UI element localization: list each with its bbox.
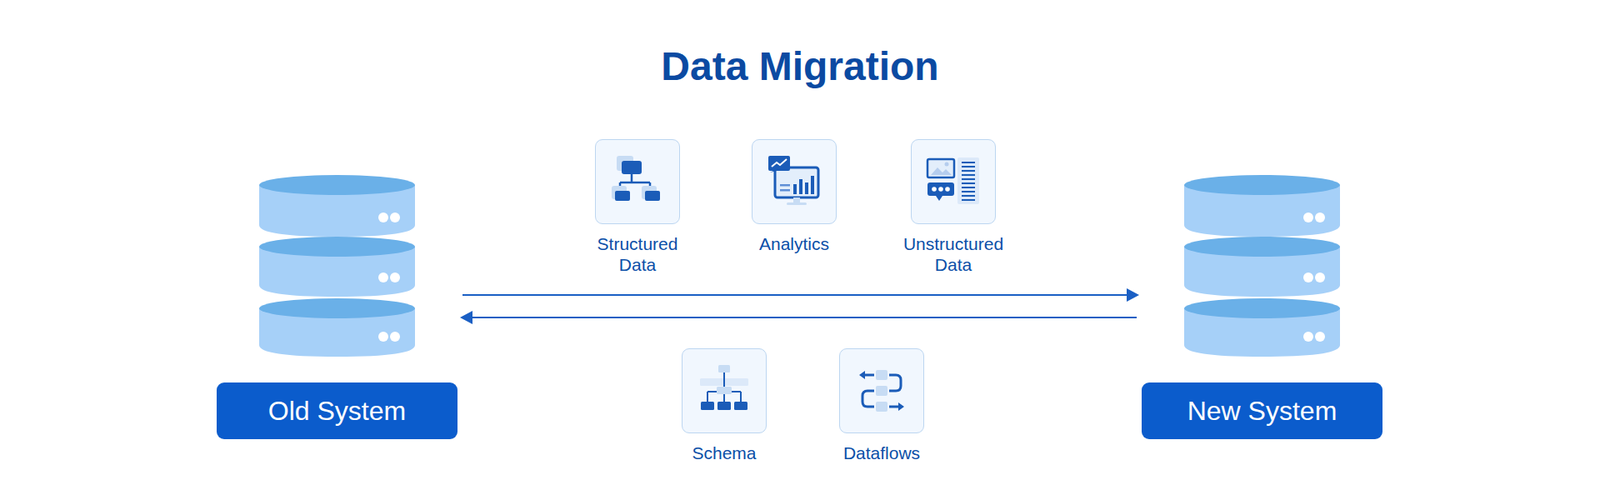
data-type-node: Unstructured Data <box>895 139 1012 275</box>
migration-arrow <box>460 310 1137 325</box>
dataflows-icon <box>852 361 911 420</box>
structured-data-icon <box>608 152 667 211</box>
tile-label: Analytics <box>735 233 853 255</box>
system-node: New System <box>1141 173 1383 440</box>
icon-tile <box>910 139 996 225</box>
tile-label: Structured Data <box>579 233 696 275</box>
data-type-node: Dataflows <box>823 348 940 464</box>
tile-label: Unstructured Data <box>895 233 1012 275</box>
data-type-node: Schema <box>665 348 783 464</box>
icon-tile <box>681 348 767 434</box>
icon-tile <box>751 139 837 225</box>
database-icon <box>1183 173 1341 358</box>
diagram-title: Data Migration <box>0 43 1600 90</box>
database-icon <box>258 173 416 358</box>
migration-arrow <box>462 288 1140 302</box>
icon-tile <box>595 139 680 225</box>
icon-tile <box>839 348 925 434</box>
tile-label: Schema <box>665 442 783 464</box>
tile-label: Dataflows <box>823 442 940 464</box>
system-label: New System <box>1187 395 1338 427</box>
data-type-node: Analytics <box>735 139 853 255</box>
system-label-box: New System <box>1141 382 1383 440</box>
unstructured-data-icon <box>924 152 983 211</box>
system-label-box: Old System <box>216 382 458 440</box>
data-type-node: Structured Data <box>579 139 696 275</box>
system-node: Old System <box>216 173 458 440</box>
system-label: Old System <box>268 395 406 427</box>
schema-icon <box>695 361 754 420</box>
analytics-icon <box>765 152 824 211</box>
